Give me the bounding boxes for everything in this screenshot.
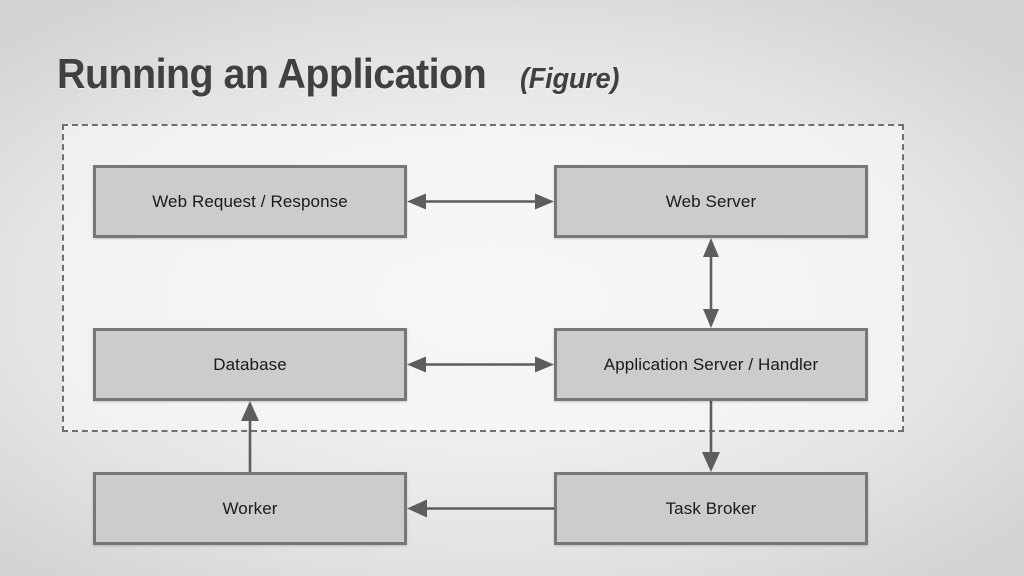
node-label: Worker xyxy=(222,498,278,518)
node-label: Web Server xyxy=(665,191,757,211)
page-title-subtitle: (Figure) xyxy=(519,63,619,95)
connector-task-broker-worker xyxy=(407,499,554,518)
node-application-server[interactable]: Application Server / Handler xyxy=(554,328,868,401)
node-task-broker[interactable]: Task Broker xyxy=(554,472,868,545)
node-web-server[interactable]: Web Server xyxy=(554,165,868,238)
page-title-main: Running an Application xyxy=(57,50,487,97)
node-web-request[interactable]: Web Request / Response xyxy=(93,165,407,238)
node-label: Database xyxy=(213,354,287,374)
page-title: Running an Application (Figure) xyxy=(57,50,625,106)
node-label: Task Broker xyxy=(665,498,757,518)
node-label: Application Server / Handler xyxy=(603,354,819,374)
node-worker[interactable]: Worker xyxy=(93,472,407,545)
node-database[interactable]: Database xyxy=(93,328,407,401)
node-label: Web Request / Response xyxy=(152,191,348,211)
